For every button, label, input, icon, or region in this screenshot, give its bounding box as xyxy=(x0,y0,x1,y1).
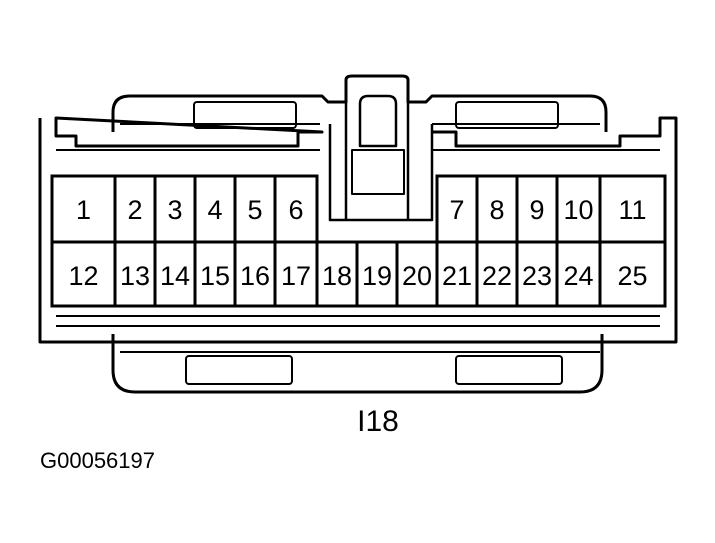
pin-cell-25 xyxy=(598,240,667,308)
pin-label-2: 2 xyxy=(127,195,142,225)
pin-label-19: 19 xyxy=(362,261,392,291)
pin-label-20: 20 xyxy=(402,261,432,291)
latch-tab xyxy=(358,94,398,148)
pin-label-12: 12 xyxy=(68,261,98,291)
connector-id-label: I18 xyxy=(357,405,399,438)
bottom-right-window xyxy=(455,355,563,385)
latch-slot xyxy=(351,149,405,195)
pin-label-25: 25 xyxy=(617,261,647,291)
pin-label-9: 9 xyxy=(529,195,544,225)
pin-label-16: 16 xyxy=(240,261,270,291)
connector-housing xyxy=(38,74,678,394)
pin-label-23: 23 xyxy=(522,261,552,291)
pin-label-14: 14 xyxy=(160,261,190,291)
pin-label-18: 18 xyxy=(322,261,352,291)
pin-label-7: 7 xyxy=(449,195,464,225)
bottom-rail xyxy=(56,315,660,327)
pin-label-17: 17 xyxy=(281,261,311,291)
pin-label-15: 15 xyxy=(200,261,230,291)
pin-label-21: 21 xyxy=(442,261,472,291)
pin-label-11: 11 xyxy=(618,195,646,225)
pin-label-8: 8 xyxy=(489,195,504,225)
pin-label-24: 24 xyxy=(563,261,593,291)
pin-label-6: 6 xyxy=(288,195,303,225)
pin-label-3: 3 xyxy=(167,195,182,225)
pin-label-13: 13 xyxy=(120,261,150,291)
pin-label-22: 22 xyxy=(482,261,512,291)
pin-label-5: 5 xyxy=(247,195,262,225)
pin-label-4: 4 xyxy=(207,195,222,225)
bottom-hood xyxy=(111,334,604,394)
figure-id-label: G00056197 xyxy=(40,448,155,473)
pin-label-1: 1 xyxy=(76,195,91,225)
pin-label-10: 10 xyxy=(563,195,593,225)
center-latch xyxy=(328,102,434,222)
top-right-window xyxy=(455,101,559,129)
bottom-left-window xyxy=(185,355,293,385)
top-hood xyxy=(111,74,608,132)
pin-grid xyxy=(50,174,667,308)
outer-flange xyxy=(38,116,678,344)
